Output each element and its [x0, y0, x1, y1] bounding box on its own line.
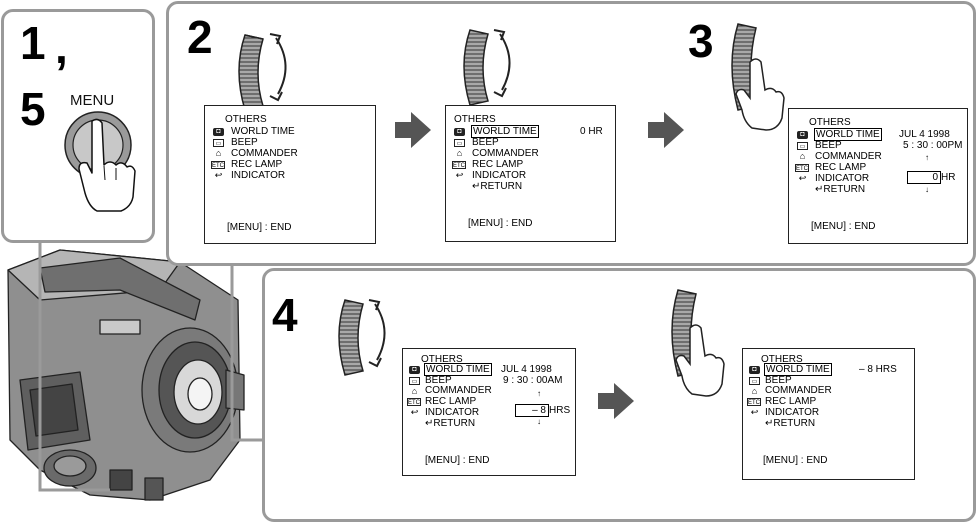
menu-screen-e: OTHERS ◘ WORLD TIME – 8 HRS ▭ BEEP ⌂ COM…: [742, 348, 915, 480]
remote-icon: ⌂: [799, 151, 806, 161]
offset-box: – 8: [515, 404, 549, 417]
speaker-icon: ▭: [797, 142, 808, 150]
speaker-icon: ▭: [409, 377, 420, 385]
menu-item-beep: BEEP: [472, 137, 499, 148]
return-icon: ↩: [214, 170, 223, 180]
return-icon: ↩: [410, 407, 419, 417]
step-number-1: 1: [20, 17, 46, 69]
offset-unit: HR: [941, 172, 956, 183]
up-arrow-icon: ↑: [537, 389, 541, 398]
time-value: 5 : 30 : 00PM: [903, 140, 963, 151]
camera-icon: ◘: [454, 128, 465, 136]
offset-value: – 8 HRS: [859, 364, 897, 375]
menu-screen-c: OTHERS ◘ WORLD TIME JUL 4 1998 ▭ BEEP 5 …: [788, 108, 968, 244]
menu-item-beep: BEEP: [815, 140, 842, 151]
step-comma: ,: [55, 21, 68, 73]
menu-item-rec-lamp: REC LAMP: [425, 396, 477, 407]
menu-end-label: [MENU] : END: [811, 221, 876, 232]
speaker-icon: ▭: [454, 139, 465, 147]
etc-icon: ETC: [795, 164, 809, 172]
menu-item-world-time: WORLD TIME: [231, 126, 295, 137]
menu-item-rec-lamp: REC LAMP: [815, 162, 867, 173]
menu-screen-a: OTHERS ◘ WORLD TIME ▭ BEEP ⌂ COMMANDER E…: [204, 105, 376, 244]
menu-item-rec-lamp: REC LAMP: [765, 396, 817, 407]
camera-icon: ◘: [749, 366, 760, 374]
offset-value: 0 HR: [580, 126, 603, 137]
menu-button-label: MENU: [70, 92, 115, 109]
time-value: 9 : 30 : 00AM: [503, 375, 563, 386]
menu-title: OTHERS: [454, 114, 496, 125]
menu-title: OTHERS: [809, 117, 851, 128]
menu-item-beep: BEEP: [231, 137, 258, 148]
speaker-icon: ▭: [749, 377, 760, 385]
return-icon: ↩: [798, 173, 807, 183]
menu-end-label: [MENU] : END: [468, 218, 533, 229]
menu-item-commander: COMMANDER: [765, 385, 832, 396]
menu-item-return: ↵RETURN: [425, 418, 476, 429]
offset-unit: HRS: [549, 405, 571, 416]
etc-icon: ETC: [407, 398, 421, 406]
camera-icon: ◘: [409, 366, 420, 374]
date-value: JUL 4 1998: [501, 364, 552, 375]
menu-item-commander: COMMANDER: [472, 148, 539, 159]
menu-item-indicator: INDICATOR: [472, 170, 527, 181]
remote-icon: ⌂: [215, 148, 222, 158]
down-arrow-icon: ↓: [925, 185, 929, 194]
menu-item-indicator: INDICATOR: [425, 407, 480, 418]
menu-item-return: ↵RETURN: [472, 181, 523, 192]
menu-item-commander: COMMANDER: [425, 385, 492, 396]
menu-item-world-time: WORLD TIME: [471, 125, 539, 138]
menu-item-rec-lamp: REC LAMP: [472, 159, 524, 170]
up-arrow-icon: ↑: [925, 153, 929, 162]
camera-icon: ◘: [213, 128, 224, 136]
step-number-4: 4: [272, 289, 298, 341]
menu-title: OTHERS: [761, 354, 803, 365]
menu-screen-b: OTHERS ◘ WORLD TIME 0 HR ▭ BEEP ⌂ COMMAN…: [445, 105, 616, 242]
menu-item-commander: COMMANDER: [231, 148, 298, 159]
camera-icon: ◘: [797, 131, 808, 139]
step-number-5: 5: [20, 83, 46, 135]
down-arrow-icon: ↓: [537, 417, 541, 426]
step-number-2: 2: [187, 11, 213, 63]
menu-item-indicator: INDICATOR: [765, 407, 820, 418]
etc-icon: ETC: [211, 161, 225, 169]
menu-end-label: [MENU] : END: [227, 222, 292, 233]
menu-title: OTHERS: [421, 354, 463, 365]
menu-item-return: ↵RETURN: [765, 418, 816, 429]
menu-item-world-time: WORLD TIME: [764, 363, 832, 376]
offset-box: 0: [907, 171, 941, 184]
menu-end-label: [MENU] : END: [763, 455, 828, 466]
menu-item-rec-lamp: REC LAMP: [231, 159, 283, 170]
menu-item-world-time: WORLD TIME: [814, 128, 882, 141]
menu-item-beep: BEEP: [765, 375, 792, 386]
speaker-icon: ▭: [213, 139, 224, 147]
menu-title: OTHERS: [225, 114, 267, 125]
remote-icon: ⌂: [411, 386, 418, 396]
step-number-3: 3: [688, 15, 714, 67]
menu-item-indicator: INDICATOR: [231, 170, 286, 181]
etc-icon: ETC: [452, 161, 466, 169]
menu-item-return: ↵RETURN: [815, 184, 866, 195]
return-icon: ↩: [455, 170, 464, 180]
etc-icon: ETC: [747, 398, 761, 406]
remote-icon: ⌂: [751, 386, 758, 396]
menu-item-world-time: WORLD TIME: [424, 363, 492, 376]
menu-item-commander: COMMANDER: [815, 151, 882, 162]
remote-icon: ⌂: [456, 148, 463, 158]
menu-item-beep: BEEP: [425, 375, 452, 386]
menu-end-label: [MENU] : END: [425, 455, 490, 466]
return-icon: ↩: [750, 407, 759, 417]
menu-item-indicator: INDICATOR: [815, 173, 870, 184]
menu-screen-d: OTHERS ◘ WORLD TIME JUL 4 1998 ▭ BEEP 9 …: [402, 348, 576, 476]
date-value: JUL 4 1998: [899, 129, 950, 140]
